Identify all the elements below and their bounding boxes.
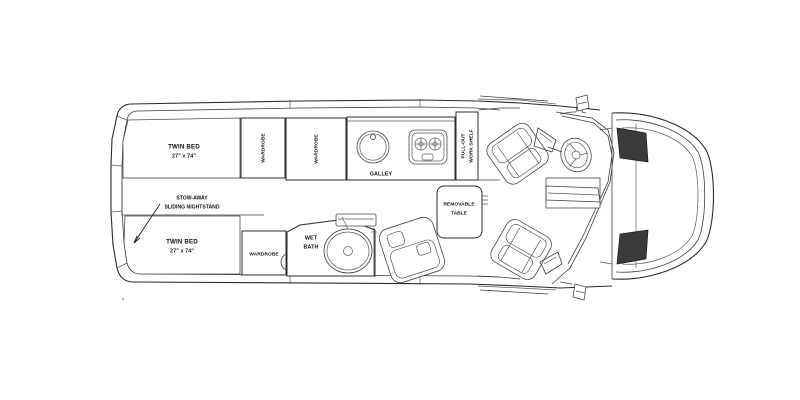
shower-drain: [343, 246, 353, 256]
swivel-captains-chair-passenger: [486, 122, 549, 185]
galley-cooktop: [408, 129, 448, 165]
seat-base-passenger: [533, 127, 557, 153]
galley-sink: [356, 130, 390, 164]
removable-table-label-line2: TABLE: [451, 210, 468, 216]
pull-out-work-shelf: PULL-OUT WORK SHELF: [455, 111, 479, 181]
engine-hood: [599, 112, 715, 280]
wardrobe-upper-left: WARDROBE: [240, 117, 286, 179]
wardrobe-upper-right-label: WARDROBE: [313, 134, 319, 164]
twin-bed-upper: TWIN BED 27" x 74": [122, 117, 241, 179]
wardrobe-upper-right: WARDROBE: [285, 117, 347, 181]
twin-bed-upper-label-line2: 27" x 74": [172, 153, 196, 159]
stow-away-sliding-nightstand: STOW-AWAY SLIDING NIGHTSTAND: [133, 195, 220, 244]
windshield: [545, 185, 601, 203]
sofa-seat: [378, 216, 446, 284]
galley: GALLEY: [346, 116, 456, 181]
pull-out-work-shelf-label-line2: WORK SHELF: [468, 129, 474, 162]
swivel-captains-chair-driver: [490, 219, 552, 280]
wet-bath-label-line2: BATH: [304, 244, 319, 250]
removable-table: REMOVABLE TABLE: [436, 185, 483, 239]
stow-away-label-line2: SLIDING NIGHTSTAND: [164, 204, 219, 210]
side-mirror-curbside: [559, 94, 590, 115]
removable-table-label-line1: REMOVABLE: [443, 201, 475, 207]
grille-vents: [616, 127, 649, 265]
grille-vent-upper: [616, 127, 649, 163]
stow-away-leader-line: [133, 203, 161, 244]
cab-floor-lines: [477, 107, 521, 280]
grille-vent-lower: [616, 229, 649, 265]
steering-column: [547, 146, 563, 153]
pull-out-work-shelf-label-line1: PULL-OUT: [460, 133, 466, 158]
steering-wheel: [547, 137, 592, 173]
exterior-body-lines: [289, 95, 557, 295]
wet-bath: WET BATH: [286, 213, 377, 277]
wet-bath-label-line1: WET: [305, 235, 318, 241]
wardrobe-upper-left-label: WARDROBE: [260, 133, 266, 163]
twin-bed-upper-label-line1: TWIN BED: [168, 144, 200, 151]
stow-away-leader-arrow: [133, 235, 141, 244]
van-body-shell: [110, 99, 613, 289]
twin-bed-lower: TWIN BED 27" x 74": [123, 215, 241, 275]
stow-away-label-line1: STOW-AWAY: [176, 195, 208, 201]
twin-bed-lower-label-line1: TWIN BED: [166, 239, 198, 246]
galley-label: GALLEY: [370, 171, 393, 177]
wardrobe-lower-label: WARDROBE: [249, 251, 279, 257]
side-mirror-streetside: [559, 281, 587, 301]
twin-bed-lower-label-line2: 27" x 74": [170, 248, 194, 254]
wet-bath-vanity: [335, 213, 377, 227]
page-artifacts: [121, 297, 125, 301]
seat-base-driver: [539, 251, 563, 275]
